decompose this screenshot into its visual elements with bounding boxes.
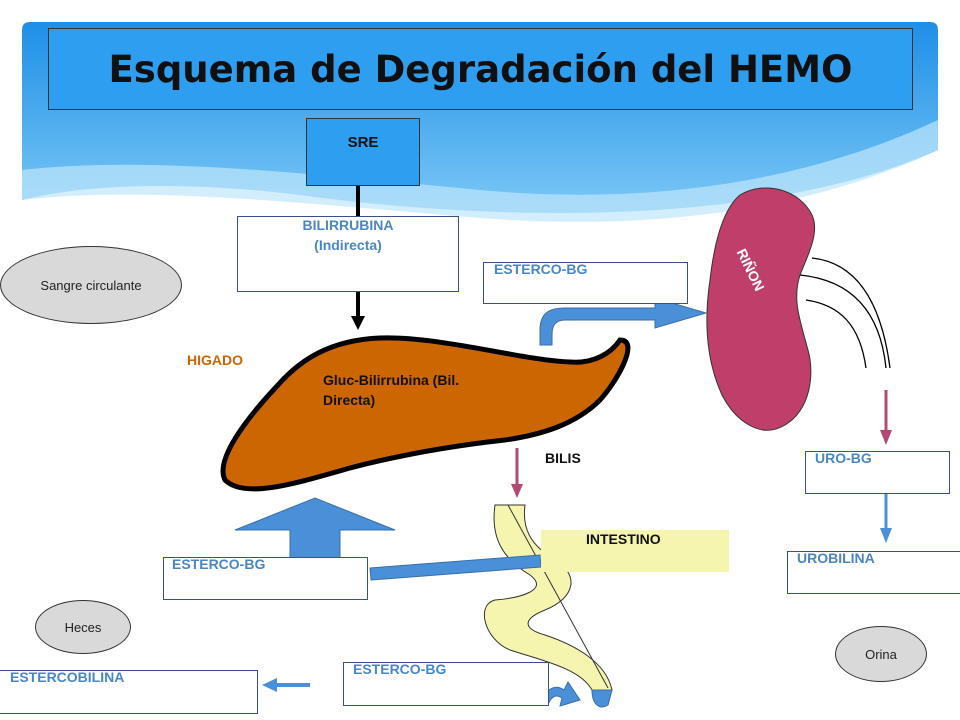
heces-node: Heces xyxy=(35,600,131,654)
kidney-shape xyxy=(706,187,816,431)
esterco-bg-top-label: ESTERCO-BG xyxy=(494,261,588,277)
esterco-bg-bottom-box xyxy=(343,662,549,706)
sre-label: SRE xyxy=(347,134,379,151)
higado-label: HIGADO xyxy=(187,352,243,368)
bilis-label: BILIS xyxy=(545,450,581,466)
arrow-up-to-liver xyxy=(234,497,396,561)
uro-bg-box xyxy=(805,451,950,494)
page-title: Esquema de Degradación del HEMO xyxy=(108,47,853,91)
estercobilina-label: ESTERCOBILINA xyxy=(10,669,125,685)
esterco-bg-top-box xyxy=(483,262,688,304)
arrow-intestine-curve xyxy=(591,689,613,708)
sre-box xyxy=(306,118,420,186)
esterco-bg-left-box xyxy=(163,557,368,600)
gluc-bilirrubina-label-line1: Gluc-Bilirrubina (Bil. xyxy=(323,372,460,388)
arrow-intestine-to-esterco xyxy=(369,554,542,581)
title-bar xyxy=(48,28,913,110)
bilirrubina-label-line2: (Indirecta) xyxy=(314,237,382,253)
intestino-label-box xyxy=(541,530,729,572)
urobilina-box xyxy=(787,551,960,594)
esterco-bg-bottom-label: ESTERCO-BG xyxy=(353,661,447,677)
gluc-bilirrubina-label-line2: Directa) xyxy=(323,392,376,408)
intestino-label: INTESTINO xyxy=(586,531,661,547)
urobilina-label: UROBILINA xyxy=(797,550,875,566)
estercobilina-box xyxy=(0,670,258,714)
orina-node: Orina xyxy=(835,626,927,682)
bilirrubina-box xyxy=(237,216,459,292)
uro-bg-label: URO-BG xyxy=(815,450,872,466)
esterco-bg-left-label: ESTERCO-BG xyxy=(172,556,266,572)
sangre-circulante-node: Sangre circulante xyxy=(0,246,182,324)
bilirrubina-label-line1: BILIRRUBINA xyxy=(302,217,394,233)
arrow-esterco-to-kidney xyxy=(539,297,708,346)
liver-shape xyxy=(220,335,631,492)
